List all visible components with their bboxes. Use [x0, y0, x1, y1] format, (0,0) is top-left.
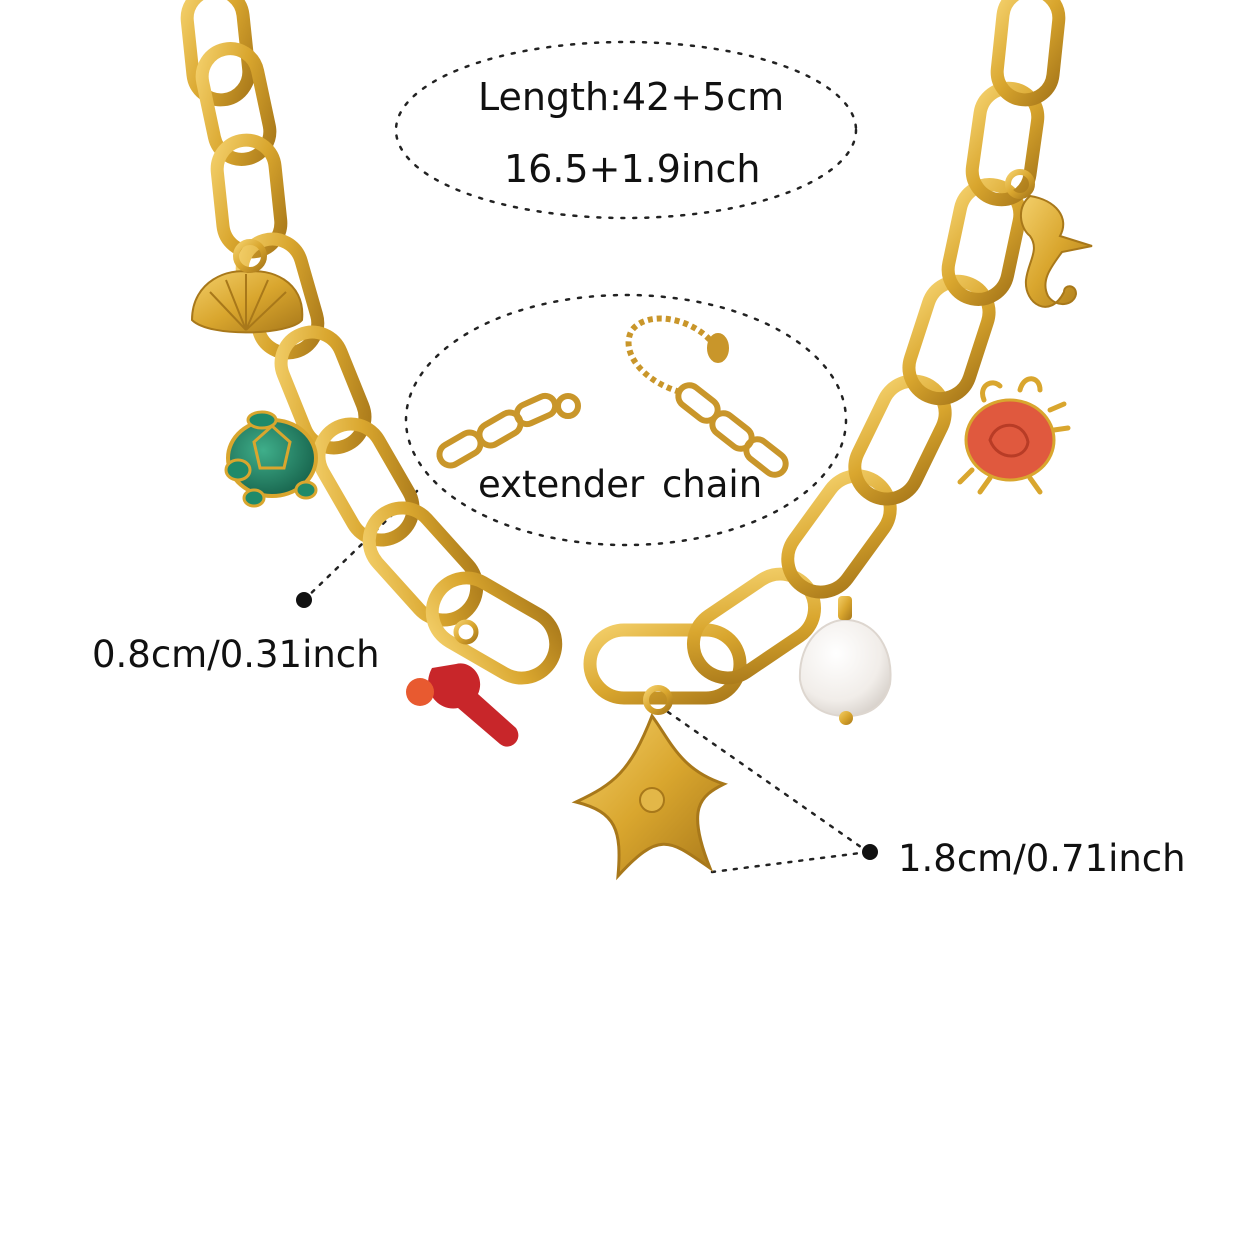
turtle-charm — [224, 410, 318, 508]
extender-ellipse — [404, 293, 848, 547]
extender-chain-left — [436, 392, 581, 469]
charm-size-dot — [862, 844, 878, 860]
link-width-dot — [296, 592, 312, 608]
starfish-charm — [571, 685, 728, 881]
coral-charm — [406, 619, 519, 747]
crab-charm — [957, 376, 1071, 495]
shell-charm — [190, 239, 304, 334]
charm-size-leader-top — [666, 710, 870, 854]
left-chain — [180, 0, 563, 685]
pearl-charm — [798, 596, 892, 725]
length-inch-label: 16.5+1.9inch — [504, 147, 761, 191]
extender-chain-right — [625, 315, 789, 478]
length-cm-label: Length:42+5cm — [478, 75, 785, 119]
charm-size-leader-bottom — [710, 850, 870, 874]
extender-chain-label: extender chain — [478, 463, 763, 506]
center-link — [583, 623, 747, 705]
seahorse-charm — [1005, 169, 1093, 308]
right-chain — [686, 0, 1066, 685]
length-ellipse — [394, 40, 858, 220]
link-width-label: 0.8cm/0.31inch — [92, 633, 380, 676]
charm-size-label: 1.8cm/0.71inch — [898, 837, 1186, 880]
